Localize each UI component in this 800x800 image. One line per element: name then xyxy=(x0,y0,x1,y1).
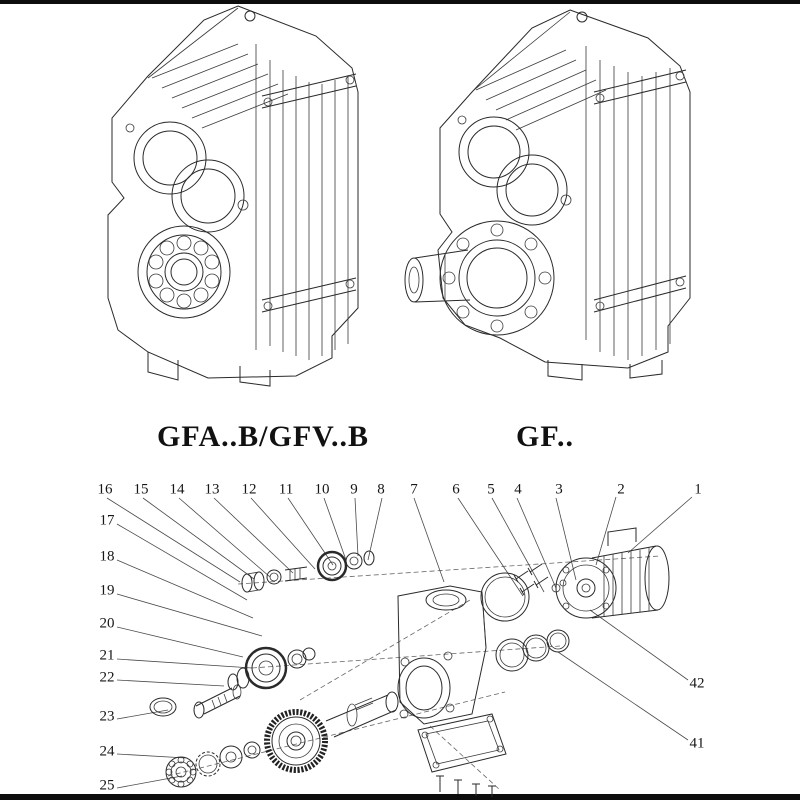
top-ribs xyxy=(151,43,289,129)
callout-1: 1 xyxy=(694,481,702,498)
callout-12: 12 xyxy=(241,481,257,498)
callout-17: 17 xyxy=(99,512,115,529)
assembly-axis-lines xyxy=(167,555,661,791)
callout-7: 7 xyxy=(410,481,418,498)
mounting-bolts xyxy=(436,775,496,797)
side-ribs xyxy=(269,60,349,360)
callout-42: 42 xyxy=(689,675,705,692)
input-shaft-parts xyxy=(241,550,375,593)
retaining-rings-right xyxy=(495,629,570,672)
callout-13: 13 xyxy=(204,481,220,498)
callout-24: 24 xyxy=(99,743,115,760)
mounting-feet xyxy=(547,360,663,381)
callout-10: 10 xyxy=(314,481,330,498)
callout-5: 5 xyxy=(487,481,495,498)
gear-housing-part xyxy=(397,585,487,725)
callout-15: 15 xyxy=(133,481,149,498)
callout-11: 11 xyxy=(278,481,294,498)
output-shaft-parts xyxy=(165,691,399,788)
bottom-border xyxy=(0,794,800,800)
top-ribs xyxy=(475,49,607,131)
output-flange xyxy=(439,220,555,336)
side-straps xyxy=(593,69,687,313)
model-label-gf: GF.. xyxy=(516,420,574,453)
callout-18: 18 xyxy=(99,548,115,565)
eyebolt-hole xyxy=(244,10,256,22)
motor-part xyxy=(555,527,670,619)
callout-2: 2 xyxy=(617,481,625,498)
top-border xyxy=(0,0,800,4)
mounting-feet xyxy=(147,352,271,387)
bearing-bores xyxy=(125,121,249,233)
o-ring-part xyxy=(480,572,530,622)
output-bearing xyxy=(137,225,231,319)
callout-14: 14 xyxy=(169,481,185,498)
callout-20: 20 xyxy=(99,615,115,632)
callout-41: 41 xyxy=(689,735,705,752)
eyebolt-hole xyxy=(576,11,588,23)
callout-23: 23 xyxy=(99,708,115,725)
callout-4: 4 xyxy=(514,481,522,498)
callout-16: 16 xyxy=(97,481,113,498)
output-shaft xyxy=(404,249,471,303)
gearbox-drawing-gf xyxy=(404,9,691,381)
callout-9: 9 xyxy=(350,481,358,498)
callout-3: 3 xyxy=(555,481,563,498)
model-label-gfab: GFA..B/GFV..B xyxy=(157,420,369,453)
callout-19: 19 xyxy=(99,582,115,599)
intermediate-gear-parts xyxy=(149,646,316,719)
leader-lines xyxy=(106,496,693,789)
callout-21: 21 xyxy=(99,647,115,664)
callout-6: 6 xyxy=(452,481,460,498)
exploded-view-diagram xyxy=(106,496,693,797)
callout-8: 8 xyxy=(377,481,385,498)
side-ribs xyxy=(599,60,671,360)
side-straps xyxy=(261,73,357,313)
gasket-part xyxy=(417,713,507,773)
callout-25: 25 xyxy=(99,777,115,794)
bearing-bores xyxy=(457,115,572,226)
gearbox-drawings xyxy=(107,5,691,387)
callout-22: 22 xyxy=(99,669,115,686)
gearbox-drawing-gfab xyxy=(107,5,359,387)
